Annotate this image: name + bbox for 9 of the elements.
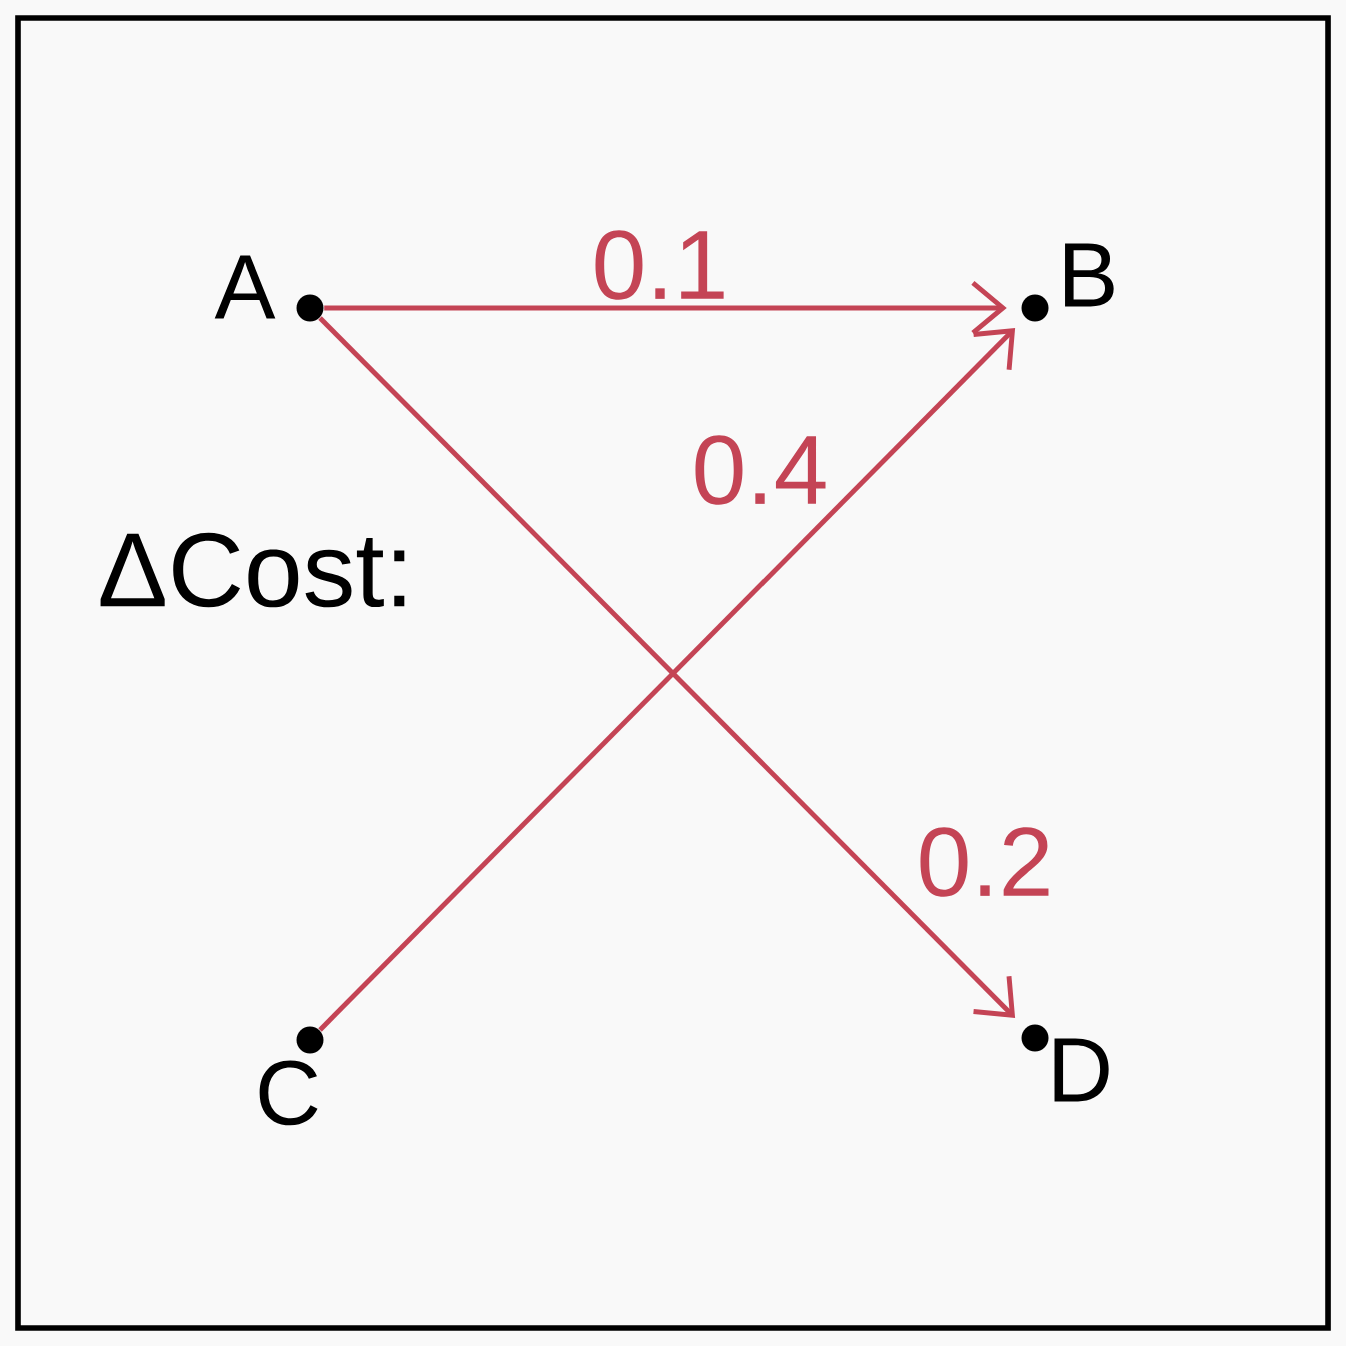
edge-label: 0.1 bbox=[595, 230, 724, 300]
point-label: A bbox=[214, 255, 276, 319]
arrow bbox=[324, 281, 1007, 335]
note-label: ΔCost: bbox=[100, 532, 405, 608]
point-label: C bbox=[259, 1060, 318, 1126]
point-label: D bbox=[1054, 1038, 1109, 1102]
edge-label: 0.2 bbox=[920, 827, 1049, 897]
point-label: B bbox=[1065, 243, 1114, 307]
edge-label: 0.4 bbox=[695, 435, 826, 505]
